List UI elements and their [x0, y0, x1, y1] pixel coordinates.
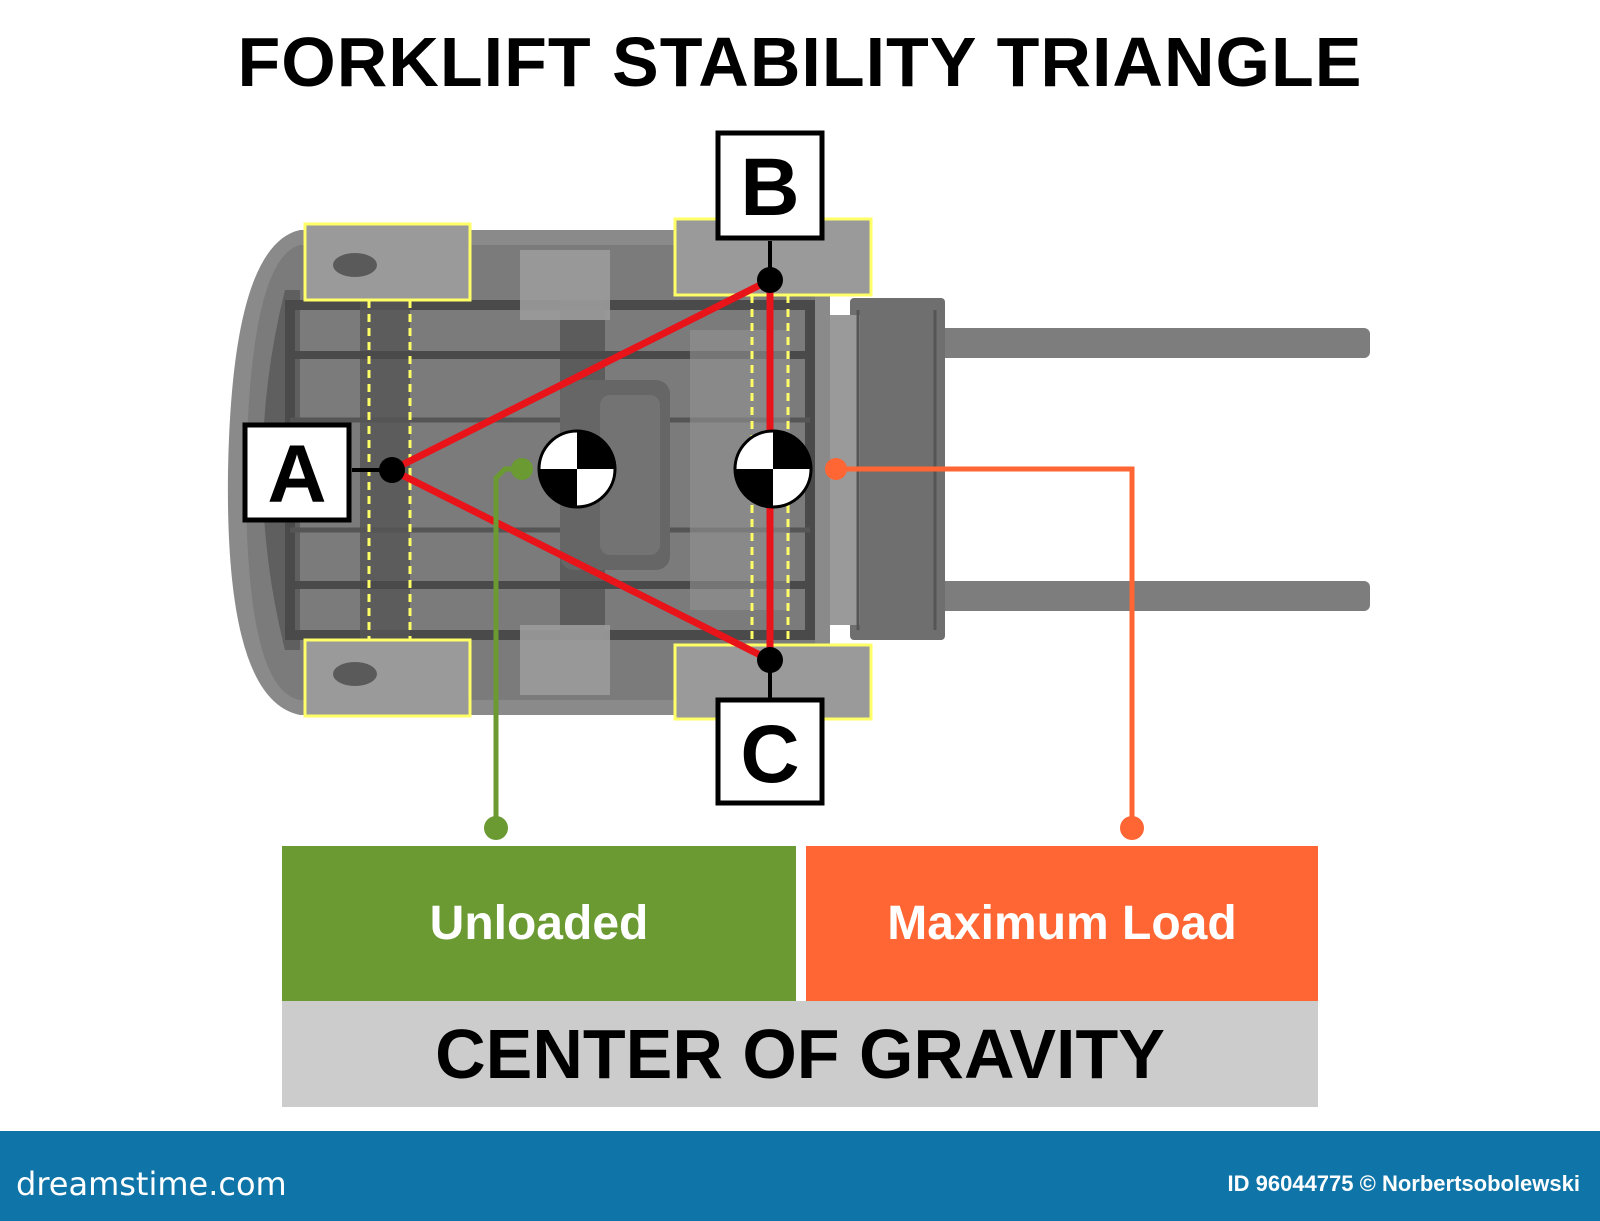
label-b: B: [740, 142, 799, 233]
max-load-leader-dot-bottom: [1120, 816, 1144, 840]
legend-center-of-gravity: CENTER OF GRAVITY: [282, 1001, 1318, 1107]
unloaded-leader-dot-bottom: [484, 816, 508, 840]
vertex-b-dot: [757, 267, 783, 293]
footer-image-id: ID 96044775 © Norbertsobolewski: [1227, 1171, 1580, 1196]
center-of-gravity-legend: Unloaded Maximum Load CENTER OF GRAVITY: [282, 846, 1318, 1107]
cog-max-load-icon: [733, 429, 813, 509]
label-box-b: B: [715, 130, 825, 241]
label-box-a: A: [242, 422, 352, 523]
vertex-a-dot: [379, 457, 405, 483]
cog-unloaded-icon: [537, 429, 617, 509]
vertex-c-dot: [757, 647, 783, 673]
rear-wheel-lower: [303, 638, 472, 718]
diagram-title: FORKLIFT STABILITY TRIANGLE: [237, 23, 1363, 101]
max-load-leader-dot-top: [825, 458, 847, 480]
fork-upper: [930, 328, 1370, 358]
legend-maximum-load: Maximum Load: [806, 846, 1318, 1001]
legend-unloaded: Unloaded: [282, 846, 796, 1001]
footer-brand: dreamstime.com: [16, 1165, 287, 1203]
footer-bar: dreamstime.com ID 96044775 © Norbertsobo…: [0, 1131, 1600, 1221]
label-a: A: [267, 429, 326, 520]
fork-lower: [930, 581, 1370, 611]
max-load-leader-line: [836, 466, 1135, 828]
label-c: C: [740, 709, 799, 800]
rear-wheel-upper: [303, 222, 472, 302]
label-box-c: C: [715, 697, 825, 806]
unloaded-leader-dot-top: [511, 458, 533, 480]
